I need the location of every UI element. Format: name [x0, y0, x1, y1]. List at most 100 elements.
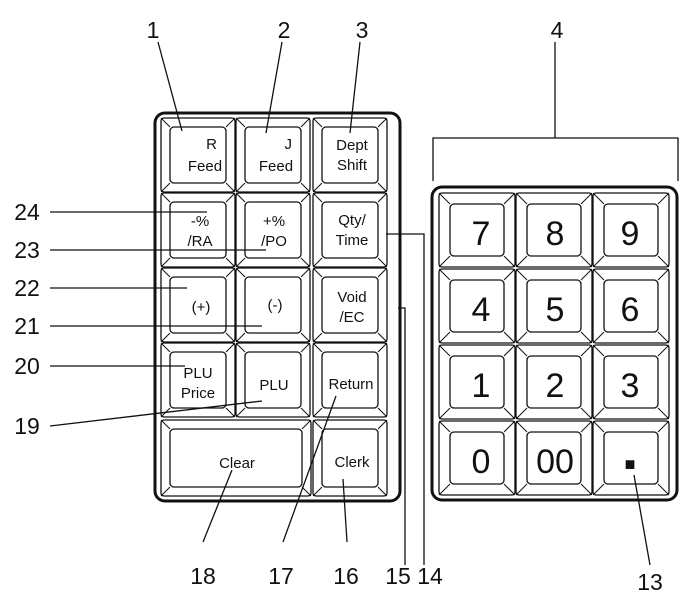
key-return-cap-bevel-0 — [312, 342, 323, 353]
key-dept-shift-line2: Shift — [337, 157, 368, 174]
key-void-ec[interactable] — [312, 267, 388, 343]
key-5: 5 — [546, 291, 565, 329]
leader-2 — [265, 41, 283, 134]
num-9-face[interactable] — [603, 203, 659, 257]
key-qty-time[interactable] — [312, 192, 388, 268]
key-plus-pct-po-face[interactable] — [244, 201, 302, 259]
key-void-ec-bevel-3 — [377, 332, 388, 343]
key-6: 6 — [621, 291, 640, 329]
num-00-face[interactable] — [526, 431, 582, 485]
key-plus-cap-bevel-3 — [225, 332, 236, 343]
key-minus-pct-ra-face[interactable] — [169, 201, 227, 259]
num-9-bevel-2 — [592, 255, 605, 268]
num-2[interactable] — [515, 344, 593, 420]
num-6[interactable] — [592, 268, 670, 344]
key-2: 2 — [546, 367, 565, 405]
key-plu-price-bevel-1 — [225, 342, 236, 353]
callout-21: 21 — [14, 313, 40, 339]
key-clear-cap-bevel-2 — [160, 486, 171, 497]
num-3[interactable] — [592, 344, 670, 420]
key-clear-cap-face[interactable] — [169, 428, 303, 488]
key-clerk-cap-bevel-1 — [377, 419, 388, 430]
key-clear-cap[interactable] — [160, 419, 312, 497]
key-minus-pct-ra[interactable] — [160, 192, 236, 268]
num-5[interactable] — [515, 268, 593, 344]
key-plus-cap-face[interactable] — [169, 276, 227, 334]
leader-14 — [386, 233, 425, 565]
num-7-face[interactable] — [449, 203, 505, 257]
leader-1 — [157, 41, 183, 132]
num-3-face[interactable] — [603, 355, 659, 409]
key-clerk-cap-face[interactable] — [321, 428, 379, 488]
key-plu-cap-face[interactable] — [244, 351, 302, 409]
key-qty-time-line2: Time — [336, 232, 369, 249]
key-j-feed-line2: Feed — [259, 158, 293, 175]
key-return-cap[interactable] — [312, 342, 388, 418]
callout-23: 23 — [14, 237, 40, 263]
key-qty-time-bevel-3 — [377, 257, 388, 268]
key-7: 7 — [472, 215, 491, 253]
key-r-feed-line2: Feed — [188, 158, 222, 175]
num-0-bevel-2 — [438, 483, 451, 496]
key-plu-cap[interactable] — [235, 342, 311, 418]
key-j-feed[interactable] — [235, 117, 311, 193]
num-6-face[interactable] — [603, 279, 659, 333]
key-qty-time-face[interactable] — [321, 201, 379, 259]
num-1[interactable] — [438, 344, 516, 420]
numeric-keypad-keys — [438, 192, 670, 496]
key-j-feed-bevel-0 — [235, 117, 246, 128]
num-8-face[interactable] — [526, 203, 582, 257]
num-3-bevel-0 — [592, 344, 605, 357]
num-4-bevel-0 — [438, 268, 451, 281]
num-5-face[interactable] — [526, 279, 582, 333]
num-0-face[interactable] — [449, 431, 505, 485]
key-dept-shift-bevel-0 — [312, 117, 323, 128]
key-dept-shift-face[interactable] — [321, 126, 379, 184]
num-0[interactable] — [438, 420, 516, 496]
num-4-bevel-1 — [503, 268, 516, 281]
num-5-bevel-2 — [515, 331, 528, 344]
num-1-face[interactable] — [449, 355, 505, 409]
num-2-face[interactable] — [526, 355, 582, 409]
num-decimal-face[interactable] — [603, 431, 659, 485]
num-4-face[interactable] — [449, 279, 505, 333]
key-void-ec-face[interactable] — [321, 276, 379, 334]
key-minus-cap[interactable] — [235, 267, 311, 343]
key-j-feed-face[interactable] — [244, 126, 302, 184]
num-decimal-bevel-3 — [657, 483, 670, 496]
key-r-feed[interactable] — [160, 117, 236, 193]
num-decimal-bevel-2 — [592, 483, 605, 496]
callout-17: 17 — [268, 563, 294, 589]
num-8[interactable] — [515, 192, 593, 268]
key-clear-cap-bevel-3 — [301, 486, 312, 497]
key-dept-shift[interactable] — [312, 117, 388, 193]
callout-3: 3 — [356, 17, 369, 43]
key-dept-shift-bevel-1 — [377, 117, 388, 128]
key-dept-shift-bevel-2 — [312, 182, 323, 193]
key-dept-shift-bevel-3 — [377, 182, 388, 193]
key-minus-cap-face[interactable] — [244, 276, 302, 334]
num-7[interactable] — [438, 192, 516, 268]
num-4-bevel-2 — [438, 331, 451, 344]
callout-22: 22 — [14, 275, 40, 301]
num-8-bevel-3 — [580, 255, 593, 268]
num-0-bevel-1 — [503, 420, 516, 433]
num-4[interactable] — [438, 268, 516, 344]
key-r-feed-face[interactable] — [169, 126, 227, 184]
num-5-bevel-1 — [580, 268, 593, 281]
num-decimal[interactable] — [592, 420, 670, 496]
key-minus-pct-ra-bevel-2 — [160, 257, 171, 268]
key-return-cap-face[interactable] — [321, 351, 379, 409]
key-plus-pct-po[interactable] — [235, 192, 311, 268]
leader-13 — [633, 474, 651, 566]
num-9[interactable] — [592, 192, 670, 268]
num-1-bevel-2 — [438, 407, 451, 420]
num-00[interactable] — [515, 420, 593, 496]
key-plu-cap-bevel-1 — [300, 342, 311, 353]
key-plus-pct-po-bevel-3 — [300, 257, 311, 268]
callout-20: 20 — [14, 353, 40, 379]
num-6-bevel-2 — [592, 331, 605, 344]
num-6-bevel-0 — [592, 268, 605, 281]
key-plus-cap[interactable] — [160, 267, 236, 343]
key-clerk-cap[interactable] — [312, 419, 388, 497]
